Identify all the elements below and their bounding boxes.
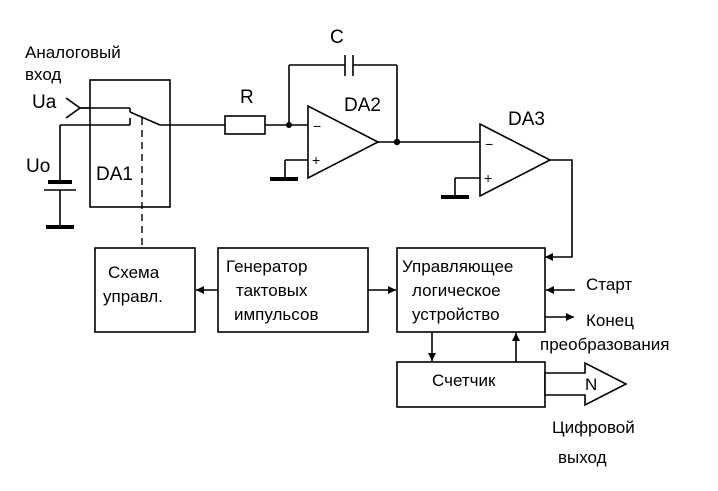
r-label: R <box>240 87 254 108</box>
da2-plus-sign: + <box>312 152 320 168</box>
clock-generator-box <box>217 247 369 333</box>
end-label-line1: Конец <box>586 311 634 330</box>
generator-label-line1: Генератор <box>226 257 307 276</box>
n-label: N <box>585 375 597 394</box>
da3-output-arrowhead <box>545 253 553 261</box>
logic-to-counter-arrowhead <box>428 353 436 361</box>
opamp-da3 <box>479 122 552 198</box>
end-label-line2: преобразования <box>540 335 669 354</box>
logic-label-line2: логическое <box>412 281 501 300</box>
da2-label: DA2 <box>344 95 381 116</box>
counter-box <box>396 361 546 408</box>
control-scheme-label-line2: управл. <box>103 287 163 306</box>
da1-label: DA1 <box>96 164 133 185</box>
counter-label: Счетчик <box>432 371 496 390</box>
logic-label-line3: устройство <box>412 305 500 324</box>
counter-to-logic-arrowhead <box>512 333 520 341</box>
logic-device-box <box>396 247 546 333</box>
da1-box <box>89 79 171 208</box>
resistor-r <box>224 115 266 135</box>
switch-blade <box>129 111 161 126</box>
da3-minus-sign: − <box>485 136 493 152</box>
uo-label: Uo <box>26 156 50 177</box>
start-arrowhead <box>546 286 554 294</box>
gen-to-control-arrowhead <box>196 286 204 294</box>
da2-output-node <box>393 138 401 146</box>
end-conversion-arrowhead <box>566 313 574 321</box>
digital-output-label-line2: выход <box>558 448 607 467</box>
analog-input-label-line2: вход <box>25 65 61 84</box>
control-scheme-label-line1: Схема <box>108 263 160 282</box>
generator-label-line2: тактовых <box>236 281 308 300</box>
da2-minus-sign: − <box>313 118 321 134</box>
da3-plus-sign: + <box>484 170 492 186</box>
da3-label: DA3 <box>508 109 545 130</box>
digital-output-label-line1: Цифровой <box>552 418 635 437</box>
analog-input-label-line1: Аналоговый <box>25 43 121 62</box>
logic-label-line1: Управляющее <box>402 257 513 276</box>
gen-to-logic-arrowhead <box>388 286 396 294</box>
start-label: Старт <box>586 275 632 294</box>
da3-output-wire <box>545 159 573 258</box>
ua-label: Ua <box>32 92 57 113</box>
control-scheme-box <box>94 247 196 333</box>
c-label: C <box>330 27 344 48</box>
digital-output-bus-arrow <box>544 361 628 407</box>
opamp-da2 <box>307 104 380 180</box>
analog-input-arrow <box>65 97 82 119</box>
generator-label-line3: импульсов <box>234 305 318 324</box>
